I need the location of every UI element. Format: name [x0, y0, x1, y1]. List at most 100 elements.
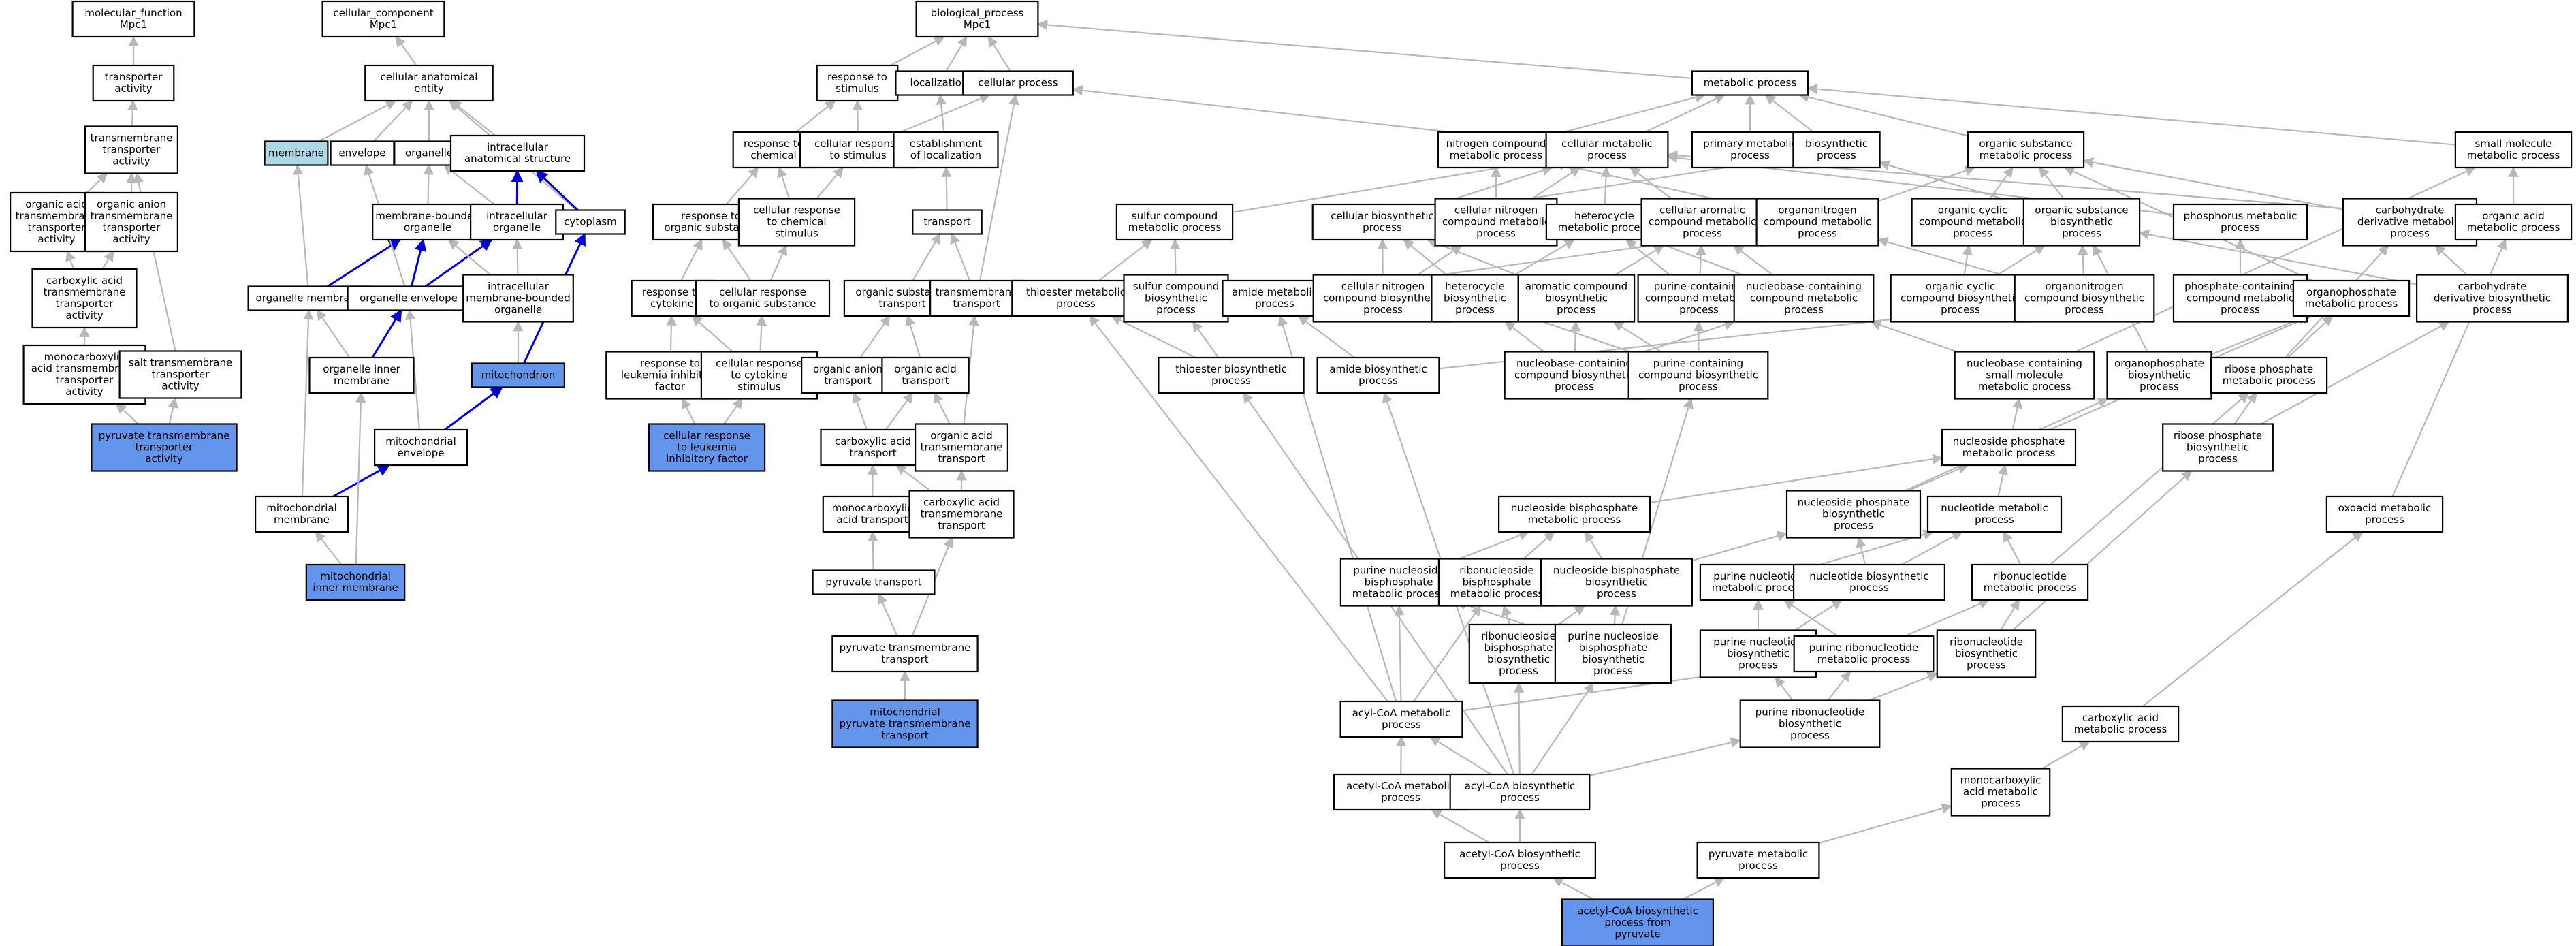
- term-node-oe[interactable]: organelle envelope: [347, 285, 471, 311]
- term-node-metab[interactable]: metabolic process: [1691, 70, 1809, 96]
- term-node-envelope[interactable]: envelope: [330, 140, 395, 166]
- term-node-pyrta[interactable]: pyruvate transmembranetransporteractivit…: [91, 423, 238, 472]
- term-node-pyrt[interactable]: pyruvate transport: [812, 569, 936, 595]
- term-node-pnbpbp[interactable]: purine nucleosidebisphosphatebiosyntheti…: [1554, 623, 1672, 684]
- term-node-membrane[interactable]: membrane: [264, 140, 329, 166]
- term-node-cytoplasm[interactable]: cytoplasm: [555, 209, 626, 235]
- term-node-mito[interactable]: mitochondrion: [471, 362, 565, 388]
- term-node-nbpbp[interactable]: nucleoside bisphosphatebiosyntheticproce…: [1540, 558, 1694, 607]
- term-node-transport[interactable]: transport: [912, 209, 983, 235]
- term-node-catmta[interactable]: carboxylic acidtransmembranetransportera…: [31, 268, 138, 329]
- term-node-oanta[interactable]: organic aniontransmembranetransporteract…: [84, 191, 179, 253]
- term-node-cp[interactable]: cellular process: [962, 70, 1074, 96]
- term-node-rnbpbp[interactable]: ribonucleosidebisphosphatebiosyntheticpr…: [1468, 623, 1569, 684]
